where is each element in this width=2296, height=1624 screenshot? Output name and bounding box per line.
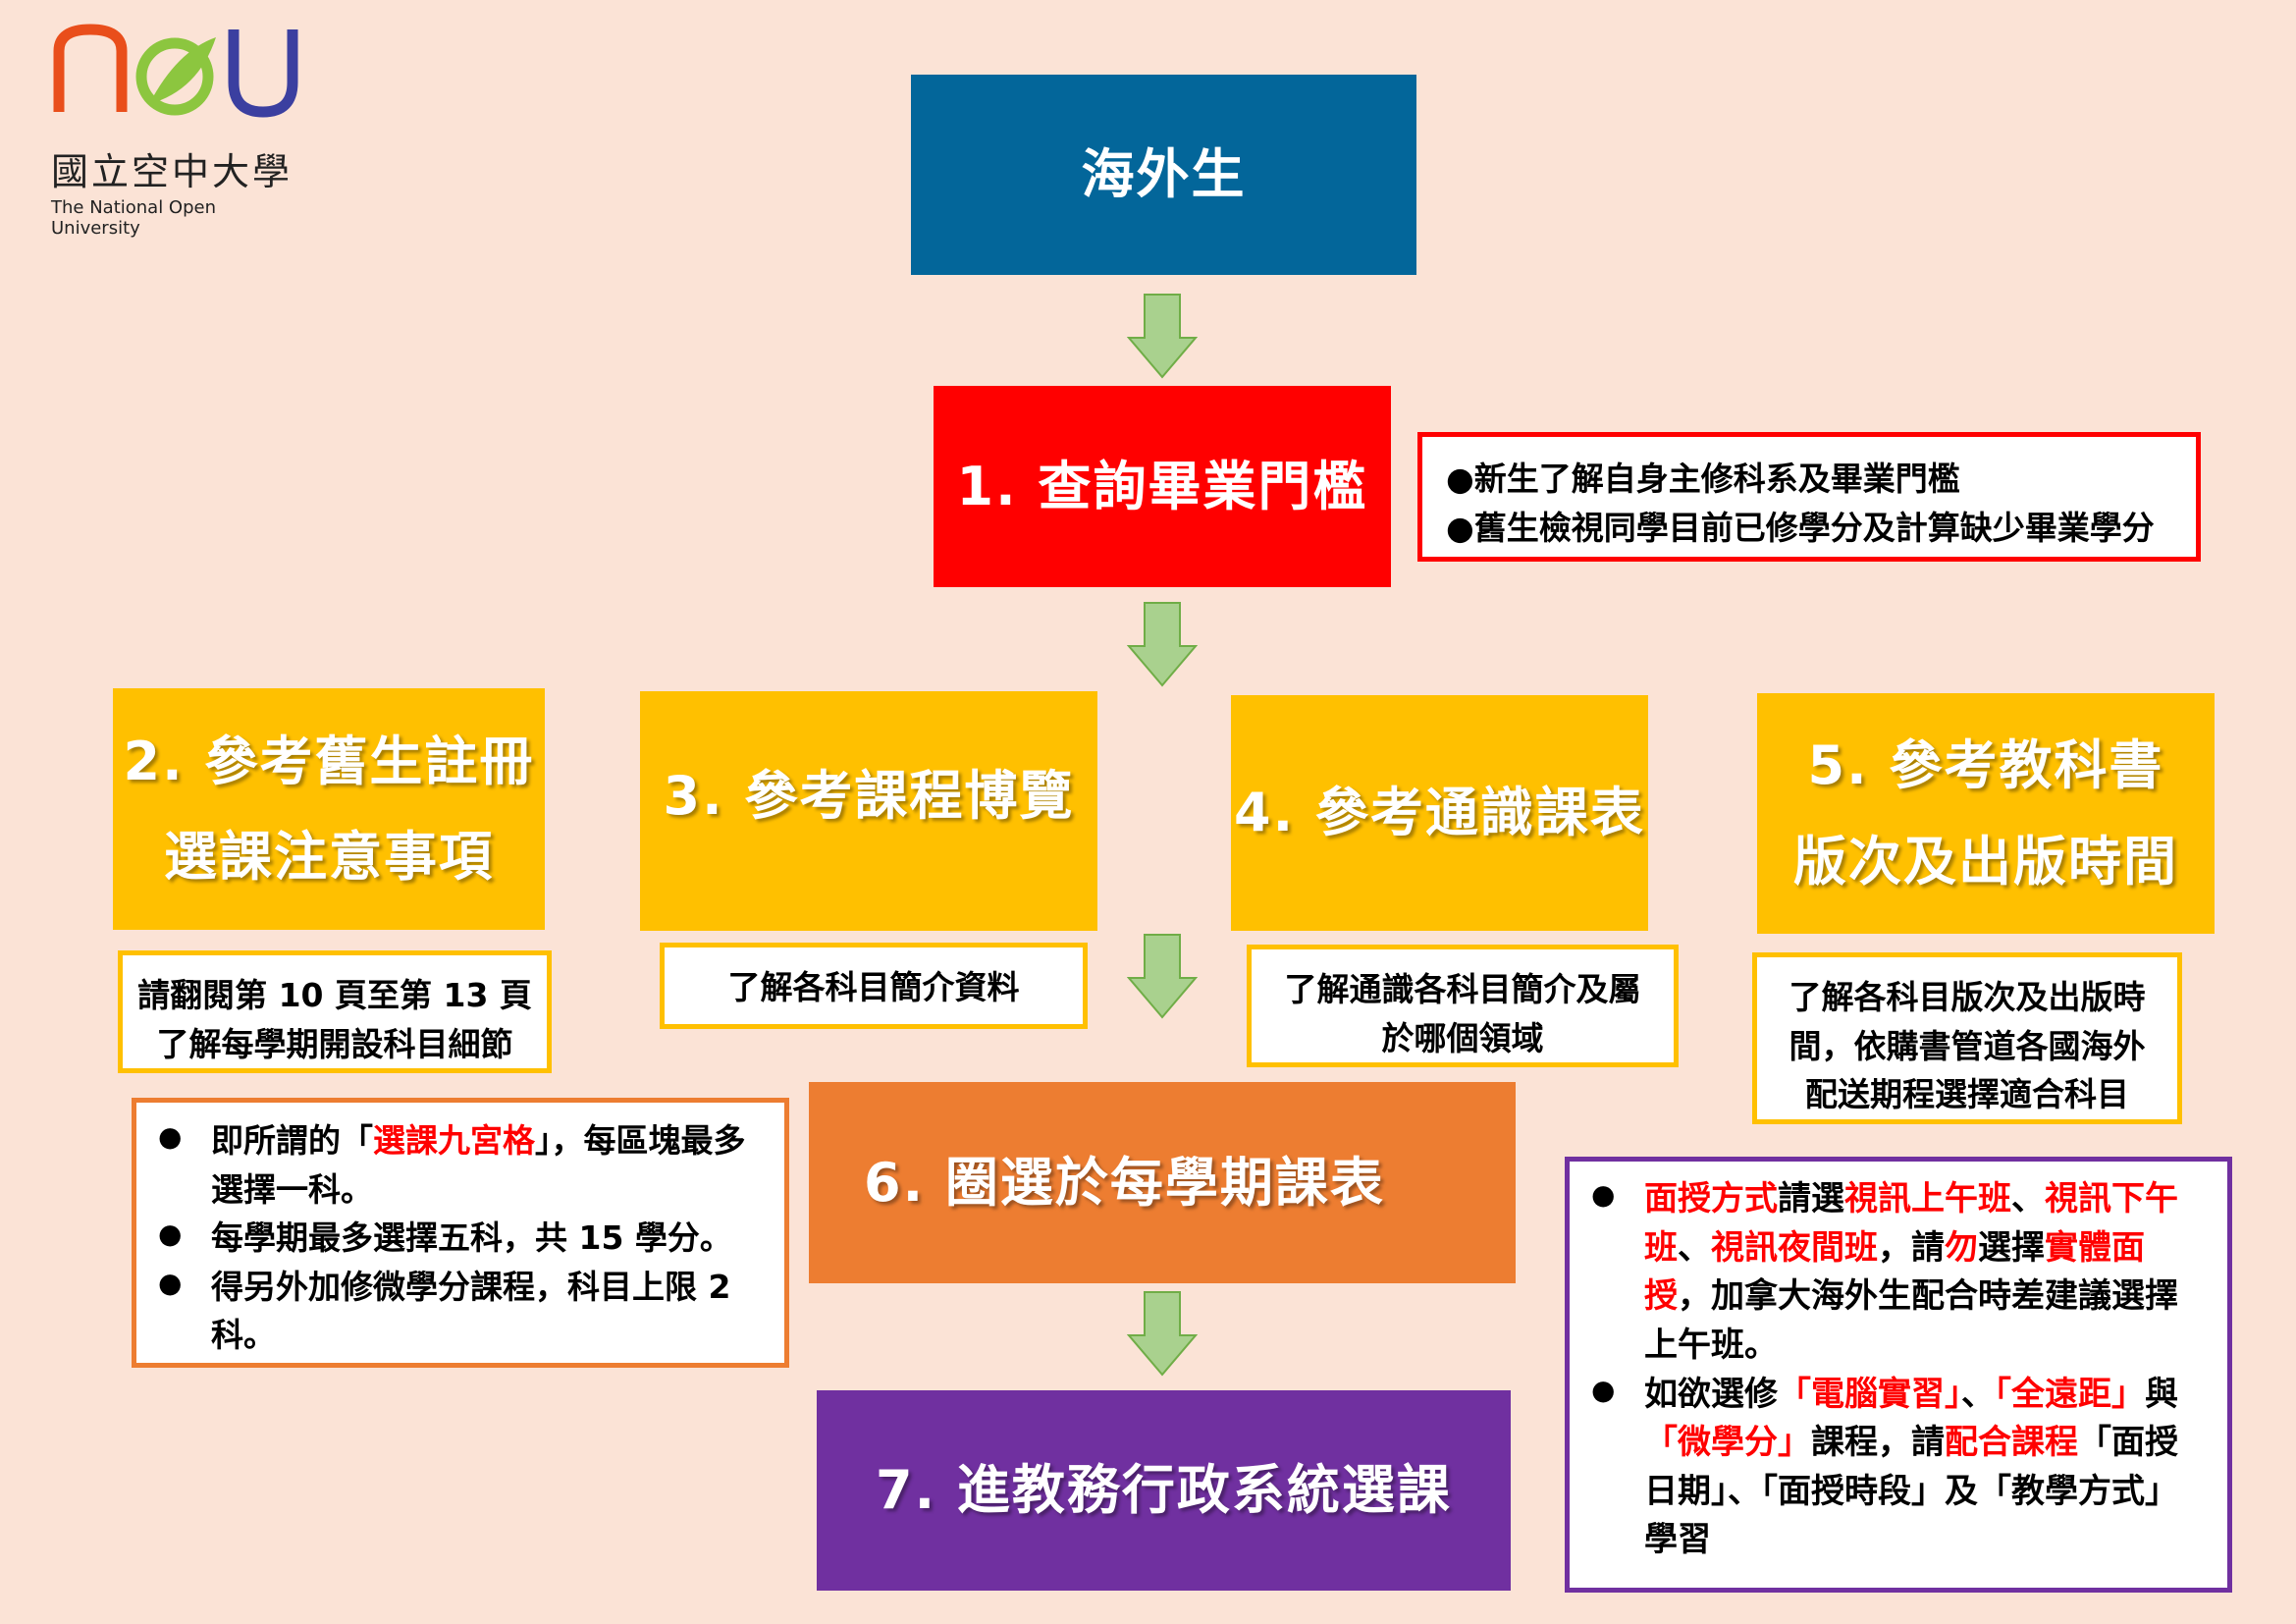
step7-highlight: 配合課程: [1945, 1423, 2078, 1463]
step6-title: 6. 圈選於每學期課表: [864, 1151, 1385, 1214]
step7-highlight: 視訊上午班: [1844, 1179, 2011, 1218]
step3-note-line: 了解各科目簡介資料: [727, 968, 1020, 1006]
step4-title: 4. 參考通識課表: [1234, 782, 1645, 844]
step6-bullet-highlight: 選課九宮格: [373, 1121, 535, 1160]
step3-note: 了解各科目簡介資料: [660, 943, 1088, 1029]
logo: 國立空中大學 The National Open University: [51, 22, 306, 239]
step7-bullet: 如欲選修「電腦實習」、「全遠距」與「微學分」課程，請配合課程「面授日期」、「面授…: [1583, 1371, 2204, 1566]
step7-text: ，加拿大海外生配合時差建議選擇上午班。: [1644, 1276, 2178, 1365]
step6-bullet-text: 得另外加修微學分課程，科目上限 2 科。: [211, 1267, 731, 1355]
step7-highlight: 面授方式: [1644, 1179, 1778, 1218]
step1-note: ●新生了解自身主修科系及畢業門檻 ●舊生檢視同學目前已修學分及計算缺少畢業學分: [1417, 432, 2201, 562]
step7-text: 請選: [1778, 1179, 1844, 1218]
step2-title-line1: 2. 參考舊生註冊: [123, 730, 535, 792]
step7-highlight: 視訊下午班: [1644, 1179, 2178, 1268]
step2-title-line2: 選課注意事項: [164, 826, 494, 888]
step2-note-line: 了解每學期開設科目細節: [156, 1024, 513, 1063]
step7-text: 課程，請: [1811, 1423, 1945, 1463]
step7-text: ，請: [1878, 1227, 1945, 1268]
nou-logo-icon: [53, 24, 298, 118]
step7-highlight: 實體面授: [1644, 1227, 2145, 1317]
step6-bullet: 得另外加修微學分課程，科目上限 2 科。: [150, 1263, 761, 1360]
step4-note-line: 了解通識各科目簡介及屬: [1284, 970, 1641, 1008]
step5-note: 了解各科目版次及出版時 間，依購書管道各國海外 配送期程選擇適合科目: [1752, 952, 2182, 1124]
arrow-down-icon: [1127, 1291, 1198, 1377]
arrow-down-icon: [1127, 294, 1198, 379]
step5-note-line: 間，依購書管道各國海外: [1789, 1026, 2146, 1065]
step6-bullet: 每學期最多選擇五科，共 15 學分。: [150, 1214, 761, 1263]
step2-note: 請翻閱第 10 頁至第 13 頁 了解每學期開設科目細節: [118, 950, 552, 1073]
step1-note-line: ●舊生檢視同學目前已修學分及計算缺少畢業學分: [1446, 508, 2155, 547]
step7-text: 與: [2145, 1374, 2178, 1414]
step7-text: 「面授日期」、「面授時段」及「教學方式」學習: [1644, 1423, 2178, 1560]
arrow-down-icon: [1127, 602, 1198, 687]
step7-title: 7. 進教務行政系統選課: [876, 1459, 1452, 1522]
step7-bullet: 面授方式請選視訊上午班、視訊下午班、視訊夜間班，請勿選擇實體面授，加拿大海外生配…: [1583, 1175, 2204, 1371]
step7-highlight: 「電腦實習」: [1778, 1374, 1961, 1414]
start-label: 海外生: [1081, 143, 1247, 206]
step7-text: 、: [1678, 1227, 1711, 1268]
start-box: 海外生: [911, 75, 1416, 275]
step6-bullet-text: 即所謂的「: [211, 1121, 373, 1160]
step7-highlight: 「全遠距」: [1995, 1374, 2145, 1414]
step6-bullet-text: 每學期最多選擇五科，共 15 學分。: [211, 1218, 732, 1257]
step7-box: 7. 進教務行政系統選課: [817, 1390, 1511, 1591]
step5-title-line1: 5. 參考教科書: [1807, 734, 2164, 797]
step7-note: 面授方式請選視訊上午班、視訊下午班、視訊夜間班，請勿選擇實體面授，加拿大海外生配…: [1565, 1157, 2232, 1593]
step6-note: 即所謂的「選課九宮格」，每區塊最多選擇一科。 每學期最多選擇五科，共 15 學分…: [132, 1098, 789, 1368]
step6-bullet-text: 」，每區塊最多選擇一科。: [211, 1121, 746, 1209]
step7-text: 、: [1961, 1374, 1995, 1414]
step5-note-line: 了解各科目版次及出版時: [1789, 978, 2146, 1016]
step4-note: 了解通識各科目簡介及屬 於哪個領域: [1247, 945, 1679, 1067]
logo-name-en: The National Open University: [51, 197, 217, 239]
step6-box: 6. 圈選於每學期課表: [809, 1082, 1516, 1283]
step2-box: 2. 參考舊生註冊 選課注意事項: [113, 688, 545, 930]
arrow-down-icon: [1127, 934, 1198, 1019]
step5-title-line2: 版次及出版時間: [1793, 830, 2178, 893]
step7-highlight: 視訊夜間班: [1711, 1227, 1878, 1268]
step6-bullet: 即所謂的「選課九宮格」，每區塊最多選擇一科。: [150, 1116, 761, 1214]
logo-name-zh: 國立空中大學: [51, 150, 294, 193]
step1-box: 1. 查詢畢業門檻: [934, 386, 1391, 587]
step7-text: 選擇: [1978, 1227, 2045, 1268]
step7-text: 、: [2011, 1179, 2045, 1218]
step3-title: 3. 參考課程博覽: [663, 765, 1075, 827]
step7-highlight: 勿: [1945, 1227, 1978, 1268]
step1-note-line: ●新生了解自身主修科系及畢業門檻: [1446, 460, 1960, 498]
step3-box: 3. 參考課程博覽: [640, 691, 1097, 931]
step4-box: 4. 參考通識課表: [1231, 695, 1648, 931]
step2-note-line: 請翻閱第 10 頁至第 13 頁: [137, 976, 532, 1014]
step7-highlight: 「微學分」: [1644, 1423, 1811, 1463]
step4-note-line: 於哪個領域: [1381, 1018, 1544, 1057]
step5-box: 5. 參考教科書 版次及出版時間: [1757, 693, 2215, 934]
step5-note-line: 配送期程選擇適合科目: [1805, 1075, 2129, 1113]
step7-text: 如欲選修: [1644, 1374, 1778, 1414]
step1-title: 1. 查詢畢業門檻: [956, 455, 1368, 517]
